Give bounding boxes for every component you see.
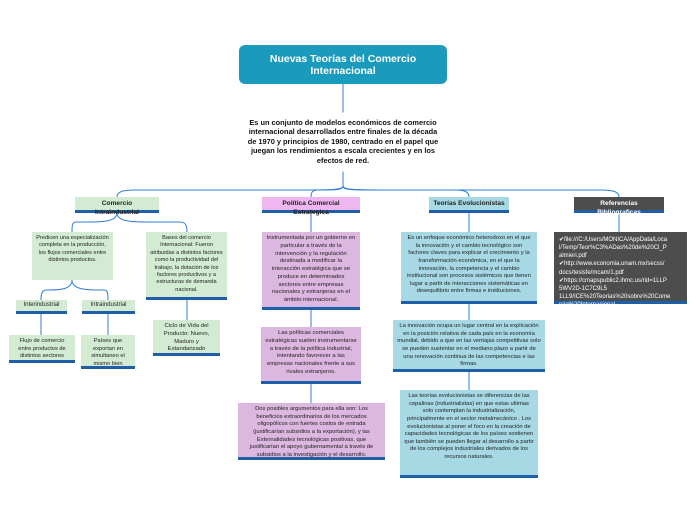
intra-right-description: Bases del comercio Internacional: Fueron… — [146, 232, 227, 300]
reference-line: rcio%20Internacional — [559, 302, 616, 309]
evolucionistas-item-3: Las teorías evolucionistas se diferencia… — [400, 390, 538, 478]
reference-line: l/Temp/Teor%C3%ADas%20de%20Cl_P — [559, 245, 667, 252]
reference-line: 5WV2D-1C7C9L5 — [559, 285, 608, 292]
intraindustrial-detail: Países que exportan en simultaneo el mis… — [81, 335, 135, 369]
link-hub-politica — [310, 185, 344, 198]
product-life-cycle: Ciclo de Vida del Producto: Nuevo, Madur… — [153, 320, 220, 356]
intra-left-description: Predicen una especialización completa en… — [32, 232, 113, 280]
root-node[interactable]: Nuevas Teorías del Comercio Internaciona… — [239, 45, 447, 84]
politica-item-1: Instrumentada por un gobierno en particu… — [262, 232, 360, 310]
reference-line: docs/tesisfe/mcam/1.pdf — [559, 269, 624, 276]
references-list: ✔file:///C:/Users/MONICA/AppData/Loca l/T… — [554, 232, 687, 308]
politica-item-2: Las políticas comerciales estratégicas s… — [261, 327, 361, 384]
link-hub-evol — [342, 185, 470, 198]
definition-text: Es un conjunto de modelos económicos de … — [247, 118, 439, 165]
reference-line: almieri.pdf — [559, 253, 587, 260]
evolucionistas-item-1: Es un enfoque económico heterodoxo en el… — [401, 232, 537, 304]
branch-teorias-evolucionistas[interactable]: Teorías Evolucionistas — [429, 197, 509, 213]
reference-line: ✔http://www.economia.unam.mx/secss/ — [559, 261, 665, 268]
reference-line: ✔https://cmapspublic2.ihmc.us/rid=1LLP — [559, 277, 667, 284]
link-hub-intra — [116, 185, 344, 198]
branch-politica-comercial[interactable]: Política Comercial Estrategica — [262, 197, 360, 216]
interindustrial-node[interactable]: Interindustrial — [16, 300, 67, 314]
link-hub-refs — [342, 185, 620, 198]
intraindustrial-node[interactable]: Intraindustrial — [82, 300, 135, 314]
branch-comercio-intraindustrial[interactable]: Comercio Intraindustrial — [75, 197, 159, 216]
reference-line: ✔file:///C:/Users/MONICA/AppData/Loca — [559, 237, 668, 243]
evolucionistas-item-2: La innovación ocupa un lugar central en … — [393, 320, 545, 372]
reference-line: 1LL9/ICE%20Teorias%20sobre%20Come — [559, 294, 671, 301]
link-left-intra2 — [71, 279, 109, 301]
interindustrial-detail: Flujo de comercio entre productos de dis… — [9, 335, 75, 363]
link-left-inter — [40, 279, 73, 301]
politica-item-3: Dos posibles argumentos para ella son: L… — [238, 403, 385, 460]
branch-referencias[interactable]: Referencias Bibliograficas — [574, 197, 664, 216]
